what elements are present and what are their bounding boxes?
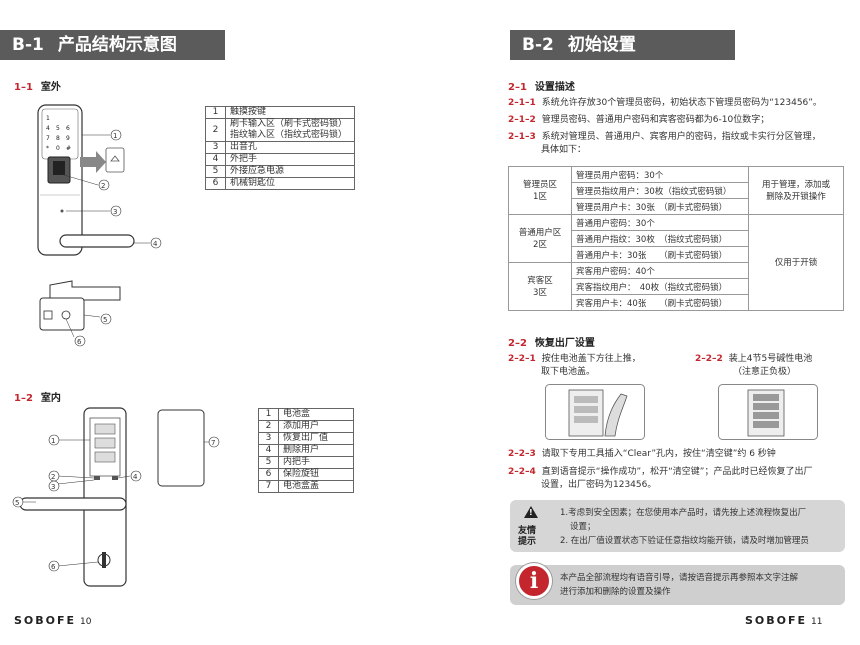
key-0: 0 <box>56 145 60 152</box>
warning-icon: ! <box>524 506 538 518</box>
callout-4-outdoor: 4 <box>153 240 158 248</box>
key-star: * <box>46 145 49 152</box>
callout-3-outdoor: 3 <box>113 208 117 216</box>
callout-1-indoor: 1 <box>51 437 55 445</box>
voice-guide-info-box: i 本产品全部流程均有语音引导，请按语音提示再参照本文字注解 进行添加和删除的设… <box>510 563 845 605</box>
key-9: 9 <box>66 135 70 142</box>
callout-1-outdoor: 1 <box>113 132 117 140</box>
key-hash: # <box>66 145 71 152</box>
friendly-tip-box: ! 友情提示 1.考虑到安全因素；在您使用本产品时，请先按上述流程恢复出厂 设置… <box>510 500 845 552</box>
key-6: 6 <box>66 125 70 132</box>
callout-5-outdoor: 5 <box>103 316 107 324</box>
outdoor-lock-illustration: 1 4 5 6 7 8 9 * 0 # 1 2 3 4 <box>37 104 162 347</box>
callout-2-outdoor: 2 <box>101 182 105 190</box>
info-icon: i <box>516 563 552 599</box>
tip-label: 友情提示 <box>518 526 537 547</box>
key-7: 7 <box>46 135 50 142</box>
key-8: 8 <box>56 135 60 142</box>
table-row: 宾客用户卡：40张 （刷卡式密码锁） <box>509 294 844 311</box>
callout-5-indoor: 5 <box>15 499 19 507</box>
battery-cover-removal-illustration <box>545 384 645 440</box>
key-4: 4 <box>46 125 50 132</box>
callout-6-indoor: 6 <box>51 563 56 571</box>
callout-6-outdoor: 6 <box>77 338 82 346</box>
info-text: 本产品全部流程均有语音引导，请按语音提示再参照本文字注解 进行添加和删除的设置及… <box>560 573 799 597</box>
indoor-lock-illustration: 1 2 3 4 5 6 7 <box>12 407 220 587</box>
callout-7-indoor: 7 <box>211 439 215 447</box>
tip-text: 1.考虑到安全因素；在您使用本产品时，请先按上述流程恢复出厂 设置； 2. 在出… <box>560 508 809 546</box>
callout-3-indoor: 3 <box>51 483 55 491</box>
key-1: 1 <box>46 115 50 122</box>
key-5: 5 <box>56 125 60 132</box>
callout-2-indoor: 2 <box>51 473 55 481</box>
callout-4-indoor: 4 <box>133 473 138 481</box>
battery-install-illustration <box>718 384 818 440</box>
